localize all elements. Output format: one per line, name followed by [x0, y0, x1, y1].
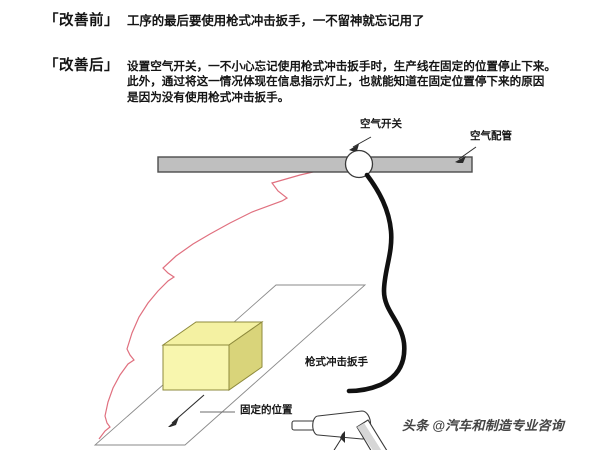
label-fixed-position: 固定的位置 — [240, 405, 293, 416]
air-switch-leader — [349, 136, 372, 151]
signal-lightning-line — [98, 163, 357, 440]
before-improvement-text: 工序的最后要使用枪式冲击扳手，一不留神就忘记用了 — [127, 14, 425, 28]
workpiece-cuboid — [161, 321, 264, 391]
before-improvement-block: 「改善前」 工序的最后要使用枪式冲击扳手，一不留神就忘记用了 — [44, 13, 424, 30]
wrench-grip-shade — [357, 423, 382, 450]
conveyor-flow-arrow — [168, 394, 205, 427]
watermark-text: 头条 @汽车和制造专业咨询 — [402, 418, 564, 433]
label-air-switch: 空气开关 — [360, 119, 402, 130]
air-switch-valve — [344, 149, 374, 179]
cuboid-right-face — [228, 321, 263, 391]
before-improvement-tag: 「改善前」 — [44, 13, 119, 29]
impact-wrench-leader — [333, 431, 345, 450]
impact-wrench — [291, 410, 388, 450]
improvement-diagram — [93, 136, 477, 450]
air-hose — [346, 172, 407, 394]
after-improvement-block: 「改善后」 设置空气开关，一不小心忘记使用枪式冲击扳手时，生产线在固定的位置停止… — [44, 58, 556, 105]
after-improvement-tag: 「改善后」 — [44, 58, 119, 74]
air-piping-bar — [157, 156, 473, 173]
label-air-piping: 空气配管 — [470, 131, 512, 142]
label-impact-wrench: 枪式冲击扳手 — [305, 357, 368, 368]
cuboid-front-face — [162, 344, 230, 391]
air-piping-leader — [455, 146, 477, 163]
wrench-body — [312, 410, 372, 440]
after-improvement-text: 设置空气开关，一不小心忘记使用枪式冲击扳手时，生产线在固定的位置停止下来。 此外… — [127, 60, 556, 104]
